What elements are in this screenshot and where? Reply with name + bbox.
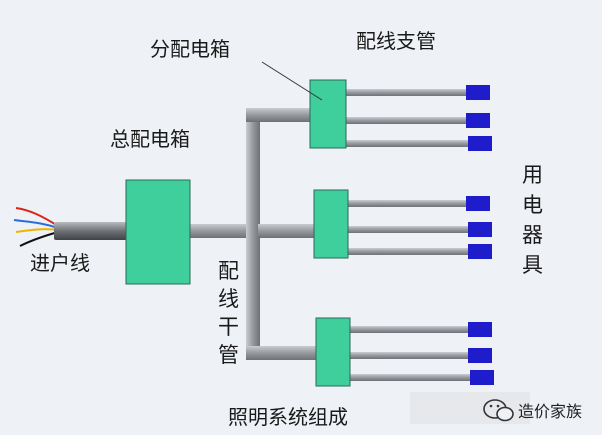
main-box-label: 总配电箱 [110,127,190,151]
appliance [468,322,492,337]
branch-pipes-bottom [350,326,470,381]
appliances-char: 器 [522,223,543,247]
sub-box-label: 分配电箱 [150,37,230,61]
appliance [470,370,494,385]
watermark: 造价家族 [410,392,582,424]
trunk-pipe-char: 线 [218,287,239,311]
appliance [468,348,492,363]
wechat-icon [483,399,514,422]
appliance [466,113,490,128]
trunk-pipe-char: 配 [218,259,239,283]
appliances-label: 用 电 器 具 [522,163,543,277]
trunk-pipe [246,112,260,358]
sub-distribution-box-bottom [315,317,351,387]
appliance [468,136,492,151]
feeder-pipe-top [246,108,312,122]
appliance [466,196,490,211]
trunk-pipe-char: 干 [218,315,239,339]
trunk-pipe-char: 管 [218,343,239,367]
sub-box-pointer-line [261,61,323,101]
appliance [466,85,490,100]
feeder-pipe-bottom [246,346,316,360]
watermark-text: 造价家族 [518,402,582,421]
watermark-blur [410,392,530,424]
trunk-pipe-label: 配 线 干 管 [218,259,239,367]
appliances-char: 具 [522,253,543,277]
appliances [466,85,494,385]
branch-pipes-top [346,89,468,147]
sub-distribution-box-middle [313,189,349,259]
main-to-trunk-pipe [190,224,260,238]
appliances-char: 用 [522,163,543,187]
main-distribution-box [125,179,191,285]
branch-pipe-label: 配线支管 [356,29,436,53]
incoming-line-label: 进户线 [30,251,90,275]
feeder-pipe-middle [258,224,314,238]
sub-distribution-box-top [309,79,347,149]
appliance [468,244,492,259]
incoming-pipe [54,222,128,240]
appliance [468,222,492,237]
appliances-char: 电 [522,193,543,217]
branch-pipes-middle [348,200,468,255]
caption: 照明系统组成 [228,405,348,429]
